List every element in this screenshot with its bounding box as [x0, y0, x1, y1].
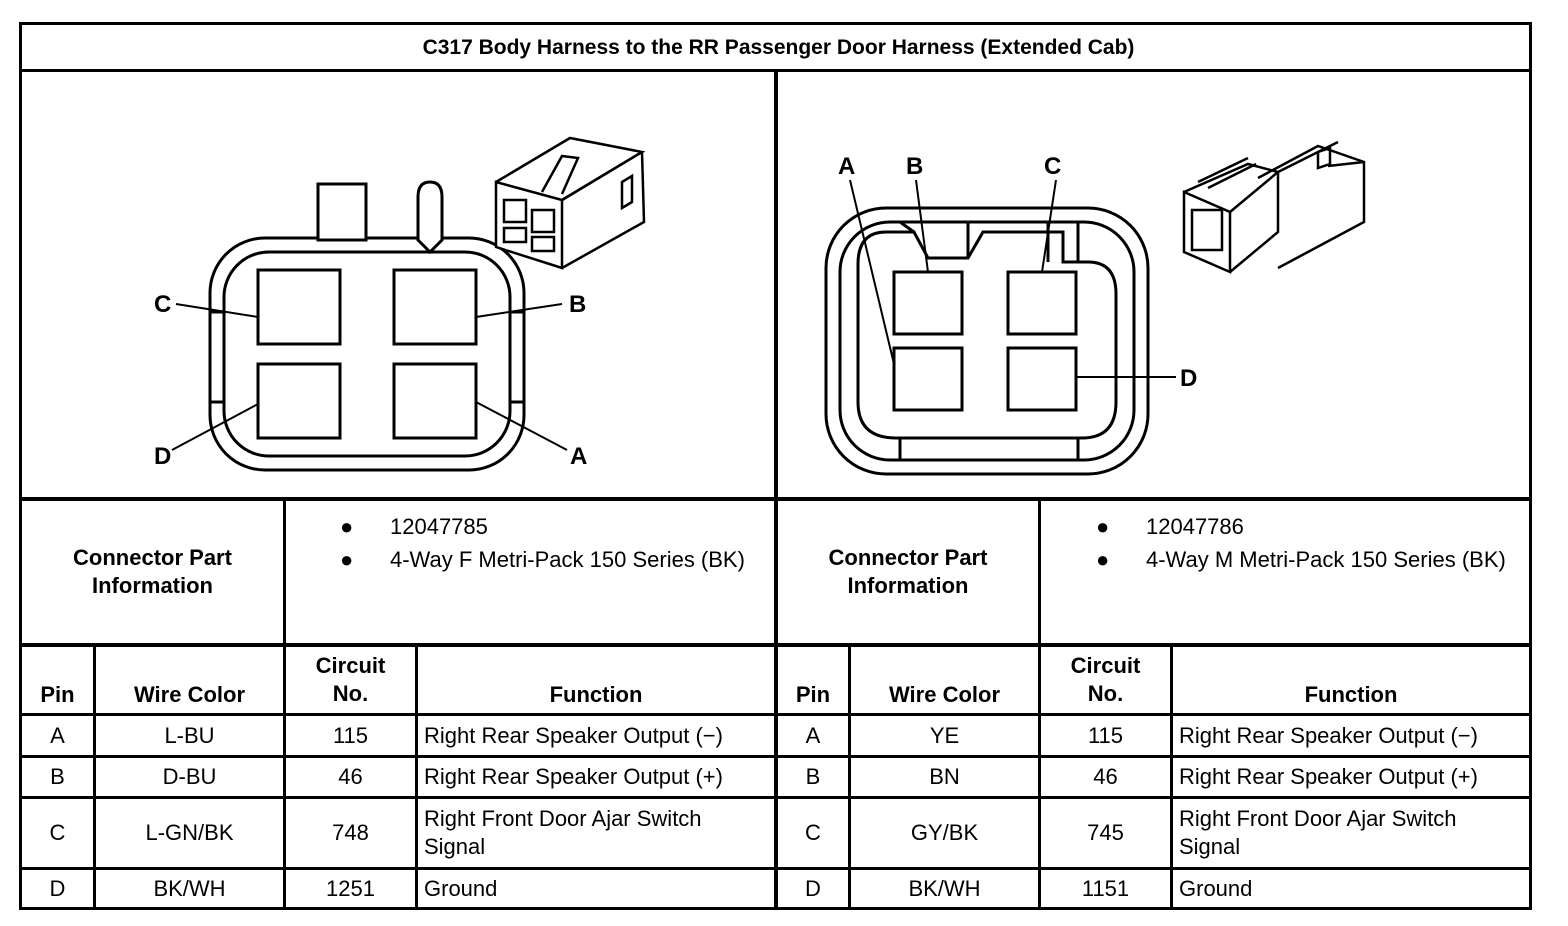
right-header-pin: Pin: [795, 682, 831, 707]
bullet-icon: ●: [1096, 547, 1110, 572]
left-label-a: A: [570, 443, 587, 470]
left-row-d-circuit: 1251: [326, 875, 375, 901]
left-row-b-circuit: 46: [338, 764, 363, 789]
right-row-b-circuit: 46: [1093, 764, 1118, 789]
left-label-c: C: [154, 291, 171, 318]
left-row-d-wire: BK/WH: [153, 875, 226, 901]
right-row-c-circuit: 745: [1087, 820, 1124, 845]
left-row-d-function: Ground: [424, 875, 498, 901]
right-header-circuit: Circuit No.: [1070, 653, 1141, 706]
right-row-d-circuit: 1151: [1081, 875, 1130, 901]
left-row-c-circuit: 748: [332, 820, 369, 845]
right-header-function: Function: [1304, 682, 1398, 707]
connector-table-frame: C317 Body Harness to the RR Passenger Do…: [19, 22, 1532, 910]
center-divider: [774, 69, 778, 907]
left-col-divider-1: [283, 497, 286, 907]
left-header-pin: Pin: [40, 682, 75, 707]
right-row-a-pin: A: [805, 722, 821, 748]
right-label-a: A: [838, 153, 855, 180]
bullet-icon: ●: [340, 547, 354, 572]
left-part-info-label: Connector Part Information: [73, 545, 232, 598]
right-row-b-pin: B: [805, 764, 821, 789]
right-row-a-circuit: 115: [1087, 722, 1124, 748]
left-header-circuit: Circuit No.: [315, 653, 386, 706]
left-row-b-function: Right Rear Speaker Output (+): [424, 764, 723, 789]
right-row-c-pin: C: [805, 820, 821, 845]
right-connector-iso-icon: [1182, 140, 1366, 274]
right-row-d-function: Ground: [1179, 875, 1253, 901]
right-row-b-wire: BN: [929, 764, 960, 789]
left-row-c-function: Right Front Door Ajar Switch Signal: [424, 806, 702, 859]
left-row-c-wire: L-GN/BK: [145, 820, 234, 845]
right-col-divider-1: [1038, 497, 1041, 907]
left-row-a-wire: L-BU: [164, 722, 215, 748]
left-connector-diagram: C B D A: [154, 136, 646, 472]
left-header-wire-color: Wire Color: [133, 682, 246, 707]
right-label-b: B: [906, 153, 923, 180]
left-col-divider-circuit: [415, 645, 418, 907]
right-row-d-wire: BK/WH: [908, 875, 981, 901]
table-title: C317 Body Harness to the RR Passenger Do…: [422, 36, 1135, 59]
right-col-divider-pin: [848, 645, 851, 907]
right-row-a-wire: YE: [929, 722, 960, 748]
right-row-b-function: Right Rear Speaker Output (+): [1179, 764, 1478, 789]
right-part-info-label: Connector Part Information: [828, 545, 988, 598]
left-label-b: B: [569, 291, 586, 318]
left-row-b-pin: B: [50, 764, 65, 789]
bullet-icon: ●: [340, 514, 354, 539]
left-row-a-function: Right Rear Speaker Output (−): [424, 722, 723, 748]
left-connector-iso-icon: [494, 136, 646, 270]
right-row-d-pin: D: [805, 875, 821, 901]
right-label-c: C: [1044, 153, 1061, 180]
left-col-divider-pin: [93, 645, 96, 907]
left-row-a-pin: A: [50, 722, 65, 748]
right-header-wire-color: Wire Color: [888, 682, 1001, 707]
bullet-icon: ●: [1096, 514, 1110, 539]
right-row-a-function: Right Rear Speaker Output (−): [1179, 722, 1478, 748]
left-header-function: Function: [549, 682, 643, 707]
left-row-d-pin: D: [49, 875, 66, 901]
left-label-d: D: [154, 443, 171, 470]
right-col-divider-circuit: [1170, 645, 1173, 907]
left-row-a-circuit: 115: [332, 722, 369, 748]
left-row-b-wire: D-BU: [162, 764, 217, 789]
right-connector-diagram: A B C D: [824, 140, 1366, 476]
right-row-c-function: Right Front Door Ajar Switch Signal: [1179, 806, 1457, 859]
right-row-c-wire: GY/BK: [910, 820, 979, 845]
right-label-d: D: [1180, 365, 1197, 392]
left-row-c-pin: C: [49, 820, 66, 845]
